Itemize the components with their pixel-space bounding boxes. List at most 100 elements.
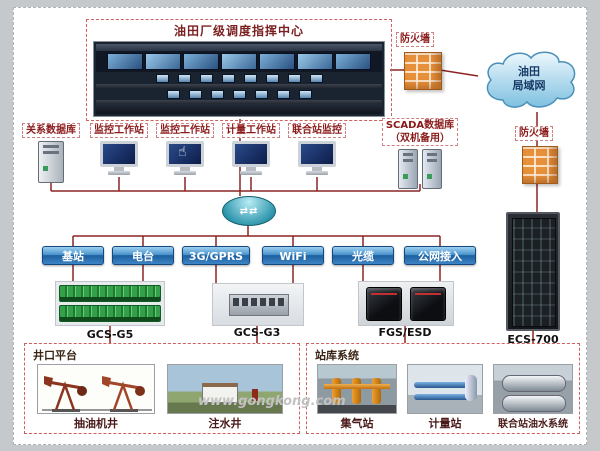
wall-screen: [335, 53, 371, 70]
fgs-esd-label: FGS/ESD: [378, 326, 432, 339]
database-server-icon: [38, 141, 64, 183]
controller-stripe: [371, 292, 397, 295]
oilfield-lan-cloud: 油田 局域网: [477, 48, 581, 114]
oil-tank: [502, 375, 566, 392]
well-building: [202, 383, 238, 403]
workstation-label: 监控工作站: [156, 123, 214, 138]
station-system-box: 站库系统 集气站 计量站 联合站油水系统: [306, 343, 580, 434]
control-room-photo: [93, 41, 385, 117]
router-icon: ⇄⇄: [222, 196, 276, 226]
link-3g-gprs: 3G/GPRS: [182, 246, 250, 265]
server-slot: [403, 153, 413, 156]
injection-well-label: 注水井: [208, 417, 242, 430]
operator-monitor: [166, 90, 180, 99]
server-pair-icon: [398, 149, 442, 189]
workstation-monitoring-2: 监控工作站 ☝: [153, 123, 217, 175]
wall-screen: [107, 53, 143, 70]
scada-database-servers: SCADA数据库 （双机备用）: [378, 118, 462, 189]
operator-monitor: [232, 90, 246, 99]
operator-monitor: [188, 90, 202, 99]
dcs-cabinet-modules: [512, 218, 556, 327]
workstation-label: 监控工作站: [90, 123, 148, 138]
wellhead-platform-box: 井口平台 抽油机井 注水井: [24, 343, 300, 434]
server-slot: [427, 159, 437, 162]
workstation-label: SCADA数据库 （双机备用）: [381, 118, 459, 146]
server-led: [427, 174, 432, 179]
gcs-g3-label: GCS-G3: [233, 326, 281, 339]
rtu-controller-icon: [229, 294, 289, 316]
controller-stripe: [415, 292, 441, 295]
operator-monitor-row: [96, 90, 382, 99]
operator-monitor: [265, 74, 279, 83]
workstation-label: 联合站监控: [288, 123, 346, 138]
rtu-terminals: [233, 298, 285, 306]
workstation-metering: 计量工作站: [219, 123, 283, 175]
server-slot: [43, 145, 59, 148]
workstation-relational-database: 关系数据库: [19, 123, 83, 183]
server-slot: [43, 151, 59, 154]
operator-monitor: [276, 90, 290, 99]
operator-monitor: [309, 74, 323, 83]
scada-server-icon: [422, 149, 442, 189]
control-room-desk: [96, 84, 382, 88]
wall-screen: [221, 53, 257, 70]
operator-monitor: [254, 90, 268, 99]
plc-rack-row: [59, 285, 161, 302]
workstation-label: 关系数据库: [22, 123, 80, 138]
gcs-g5-image: [55, 281, 165, 326]
meter-vessel: [465, 375, 477, 401]
wall-screen: [297, 53, 333, 70]
station-system-title: 站库系统: [315, 349, 359, 362]
wall-screen: [183, 53, 219, 70]
monitor-screen: [232, 141, 270, 167]
control-room-floor: [96, 104, 382, 114]
server-slot: [403, 159, 413, 162]
link-optical-cable: 光缆: [332, 246, 394, 265]
pump-jack-drawing: [42, 376, 152, 412]
monitor-icon: ☝: [166, 141, 204, 175]
server-led: [43, 166, 48, 171]
router-arrows: ⇄⇄: [239, 205, 259, 217]
wall-screen: [145, 53, 181, 70]
firewall-top-label: 防火墙: [396, 32, 434, 47]
control-room-screen-wall: [96, 51, 382, 72]
gas-column: [352, 378, 361, 404]
server-led: [403, 174, 408, 179]
operator-monitor: [243, 74, 257, 83]
metering-station-image: [407, 364, 483, 414]
monitor-base: [174, 171, 196, 175]
ecs-700-image: [506, 212, 560, 331]
equipment-base: [318, 405, 396, 413]
operator-monitor: [221, 74, 235, 83]
combined-station-label: 联合站油水系统: [498, 419, 568, 430]
gas-gathering-station-image: [317, 364, 397, 414]
pumping-well-label: 抽油机井: [74, 417, 118, 430]
gas-pipe: [324, 384, 390, 389]
link-wifi: WiFi: [262, 246, 324, 265]
watermark-text: www.gongkong.com: [198, 394, 346, 409]
cloud-label-line1: 油田: [518, 65, 540, 78]
link-public-network: 公网接入: [404, 246, 476, 265]
workstation-label: 计量工作站: [222, 123, 280, 138]
cloud-label: 油田 局域网: [477, 65, 581, 93]
oil-tank: [502, 395, 566, 412]
operator-monitor: [177, 74, 191, 83]
control-room-ceiling: [96, 44, 382, 51]
gas-column: [372, 378, 381, 404]
monitor-screen: ☝: [166, 141, 204, 167]
monitor-icon: [298, 141, 336, 175]
monitor-screen: [298, 141, 336, 167]
wall-screen: [259, 53, 295, 70]
operator-monitor: [298, 90, 312, 99]
wellhead-platform-title: 井口平台: [33, 349, 77, 362]
monitor-base: [240, 171, 262, 175]
scada-label-line1: SCADA数据库: [385, 120, 455, 131]
monitor-base: [108, 171, 130, 175]
safety-controller-icon: [366, 286, 402, 321]
command-center-box: 油田厂级调度指挥中心: [86, 19, 392, 121]
blue-pipe: [414, 394, 476, 400]
monitor-screen: [100, 141, 138, 167]
operator-monitor: [155, 74, 169, 83]
monitor-icon: [100, 141, 138, 175]
